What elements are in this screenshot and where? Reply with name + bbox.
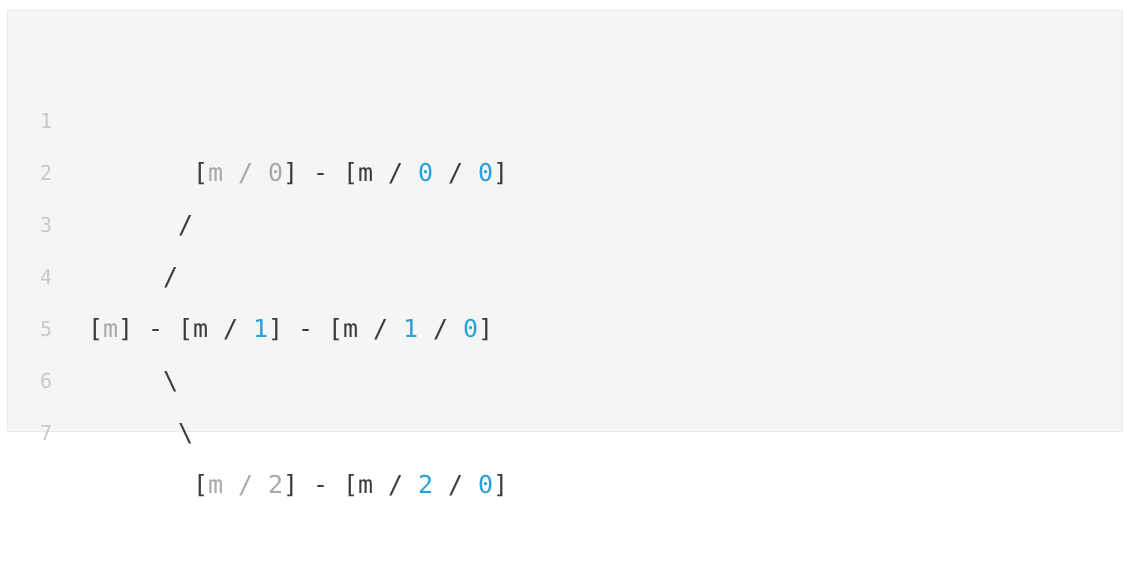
line-code: [m] - [m / 1] - [m / 1 / 0] xyxy=(88,303,493,355)
code-token xyxy=(133,459,148,511)
code-token xyxy=(298,459,313,511)
line-number: 2 xyxy=(39,161,53,185)
code-token: [ xyxy=(88,314,104,343)
line-number: 6 xyxy=(39,369,53,393)
code-token xyxy=(103,407,118,459)
code-token: 0 xyxy=(478,470,494,499)
line-code: [m / 0] - [m / 0 / 0] xyxy=(88,147,508,199)
code-token: \ xyxy=(178,418,194,447)
code-token: / xyxy=(388,470,404,499)
line-code: / xyxy=(88,199,193,251)
code-token: [ xyxy=(343,470,359,499)
code-token xyxy=(373,459,388,511)
code-token: m xyxy=(358,158,374,187)
code-token xyxy=(223,459,238,511)
line-number: 4 xyxy=(39,265,53,289)
code-token: 1 xyxy=(253,314,269,343)
code-token: [ xyxy=(193,158,209,187)
code-token: 1 xyxy=(403,314,419,343)
line-number: 5 xyxy=(39,317,53,341)
code-token: / xyxy=(448,470,464,499)
code-token: m xyxy=(208,470,224,499)
code-token: / xyxy=(448,158,464,187)
code-token xyxy=(463,459,478,511)
code-line: 6 \ xyxy=(8,303,1122,447)
code-token: ] xyxy=(118,314,134,343)
code-token xyxy=(328,459,343,511)
code-line: 7 [m / 2] - [m / 2 / 0] xyxy=(8,355,1122,499)
line-number: 3 xyxy=(39,213,53,237)
code-token xyxy=(433,459,448,511)
code-token xyxy=(178,459,193,511)
code-token: m xyxy=(358,470,374,499)
line-code: [m / 2] - [m / 2 / 0] xyxy=(88,459,508,511)
code-token xyxy=(88,407,103,459)
code-token: 0 xyxy=(478,158,494,187)
line-code: \ xyxy=(88,407,193,459)
code-token: ] xyxy=(268,314,284,343)
code-token xyxy=(118,407,133,459)
code-token xyxy=(403,459,418,511)
code-line: 1 [m / 0] - [m / 0 / 0] xyxy=(8,43,1122,187)
code-token xyxy=(88,459,103,511)
code-token: m xyxy=(208,158,224,187)
code-token xyxy=(163,459,178,511)
line-code: \ xyxy=(88,355,178,407)
code-token: [ xyxy=(328,314,344,343)
code-token: m xyxy=(103,314,119,343)
code-token: 0 xyxy=(268,158,284,187)
code-token: - xyxy=(148,314,164,343)
code-line: 5 \ xyxy=(8,251,1122,395)
code-token: [ xyxy=(193,470,209,499)
code-token: - xyxy=(298,314,314,343)
code-token xyxy=(103,459,118,511)
code-token: m xyxy=(193,314,209,343)
code-line: 3 / xyxy=(8,147,1122,291)
code-token xyxy=(163,407,178,459)
line-code: / xyxy=(88,251,178,303)
line-number: 1 xyxy=(39,109,53,133)
code-token xyxy=(133,407,148,459)
code-token: ] xyxy=(478,314,494,343)
code-token: - xyxy=(313,470,329,499)
code-token: 0 xyxy=(463,314,479,343)
code-token: / xyxy=(373,314,389,343)
code-line: 2 / xyxy=(8,95,1122,239)
code-token xyxy=(118,459,133,511)
code-token: / xyxy=(163,262,179,291)
line-number: 7 xyxy=(39,421,53,445)
code-token: - xyxy=(313,158,329,187)
code-token: \ xyxy=(163,366,179,395)
code-token: ] xyxy=(493,470,509,499)
code-token xyxy=(148,459,163,511)
code-token: 0 xyxy=(418,158,434,187)
code-token: [ xyxy=(343,158,359,187)
code-token: 2 xyxy=(418,470,434,499)
code-token xyxy=(148,407,163,459)
code-token: / xyxy=(238,158,254,187)
code-token: ] xyxy=(283,470,299,499)
code-token xyxy=(253,459,268,511)
code-token: / xyxy=(238,470,254,499)
code-line: 4 [m] - [m / 1] - [m / 1 / 0] xyxy=(8,199,1122,343)
code-token: / xyxy=(388,158,404,187)
code-token: 2 xyxy=(268,470,284,499)
code-block: 1 [m / 0] - [m / 0 / 0] 2 / 3 / 4 [m] - … xyxy=(7,10,1123,499)
code-token: [ xyxy=(178,314,194,343)
code-token: ] xyxy=(283,158,299,187)
code-token: / xyxy=(223,314,239,343)
code-token: ] xyxy=(493,158,509,187)
code-token: / xyxy=(178,210,194,239)
code-token: m xyxy=(343,314,359,343)
code-token: / xyxy=(433,314,449,343)
